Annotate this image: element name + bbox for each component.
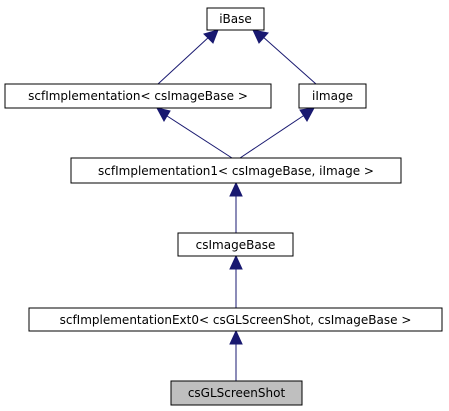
- node-csimagebase-label: csImageBase: [196, 238, 276, 252]
- arrowhead-scf-impl1-to-iimage: [299, 107, 315, 122]
- node-scf-implementation-ext0-label: scfImplementationExt0< csGLScreenShot, c…: [60, 313, 412, 327]
- edge-scf-impl1-to-iimage: [239, 113, 307, 159]
- node-csglscreenshot[interactable]: csGLScreenShot: [170, 380, 303, 406]
- node-iimage-label: iImage: [312, 89, 353, 103]
- node-ibase[interactable]: iBase: [206, 7, 265, 31]
- node-scf-implementation1[interactable]: scfImplementation1< csImageBase, iImage …: [70, 157, 402, 184]
- node-scf-implementation-label: scfImplementation< csImageBase >: [28, 89, 248, 103]
- edge-scf-impl1-to-scf-impl: [163, 113, 233, 159]
- node-csglscreenshot-label: csGLScreenShot: [188, 386, 286, 400]
- arrowhead-scf-impl-ext0-to-csimagebase: [229, 254, 243, 270]
- arrowhead-iimage-to-ibase: [252, 29, 269, 44]
- edges: [156, 29, 317, 381]
- arrowhead-csimagebase-to-scf-impl1: [229, 181, 243, 197]
- arrowhead-scf-impl-to-ibase: [203, 29, 219, 44]
- node-scf-implementation[interactable]: scfImplementation< csImageBase >: [4, 83, 272, 109]
- edge-scf-impl-to-ibase: [157, 35, 211, 85]
- arrowhead-scf-impl1-to-scf-impl: [156, 107, 171, 123]
- arrowhead-csglscreenshot-to-scf-impl-ext0: [229, 329, 243, 345]
- node-csimagebase[interactable]: csImageBase: [177, 232, 294, 257]
- edge-iimage-to-ibase: [261, 35, 317, 85]
- node-scf-implementation1-label: scfImplementation1< csImageBase, iImage …: [98, 164, 374, 178]
- node-scf-implementation-ext0[interactable]: scfImplementationExt0< csGLScreenShot, c…: [28, 307, 443, 332]
- node-ibase-label: iBase: [219, 12, 252, 26]
- node-iimage[interactable]: iImage: [298, 83, 367, 109]
